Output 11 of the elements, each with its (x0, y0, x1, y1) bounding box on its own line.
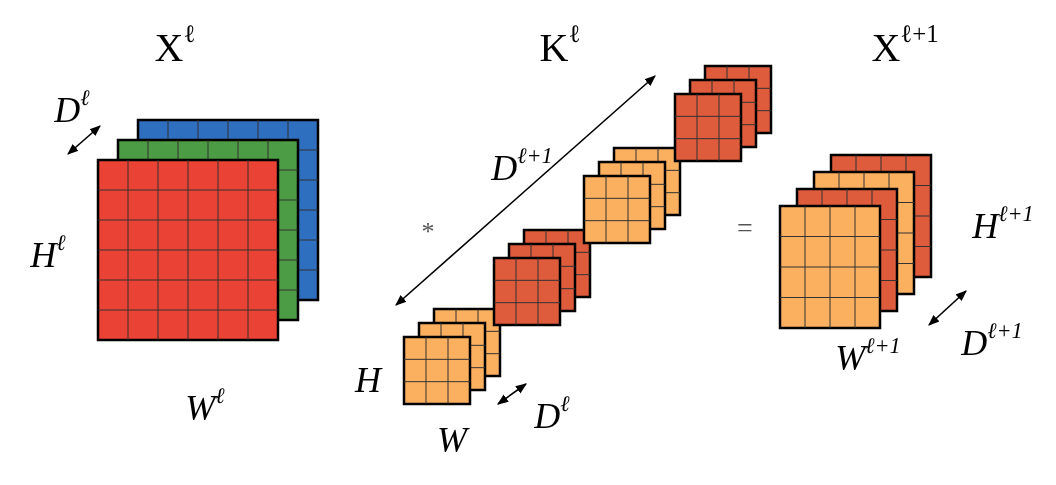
dimension-label: D$^{ℓ+1}$ (961, 325, 1023, 361)
dimension-label: W$^{ℓ+1}$ (835, 340, 901, 376)
dimension-label: W$^{ℓ}$ (185, 390, 225, 426)
dimension-label: D$^{ℓ}$ (54, 92, 90, 128)
operator-symbol: * (421, 219, 435, 245)
dimension-label: H$^{ℓ}$ (30, 237, 66, 273)
dimension-label: D$^{ℓ+1}$ (491, 150, 553, 186)
dimension-label: D$^{ℓ}$ (534, 398, 570, 434)
dimension-label: H (355, 362, 381, 398)
operator-symbol: = (737, 214, 753, 242)
dimension-label: H$^{ℓ+1}$ (972, 208, 1034, 244)
